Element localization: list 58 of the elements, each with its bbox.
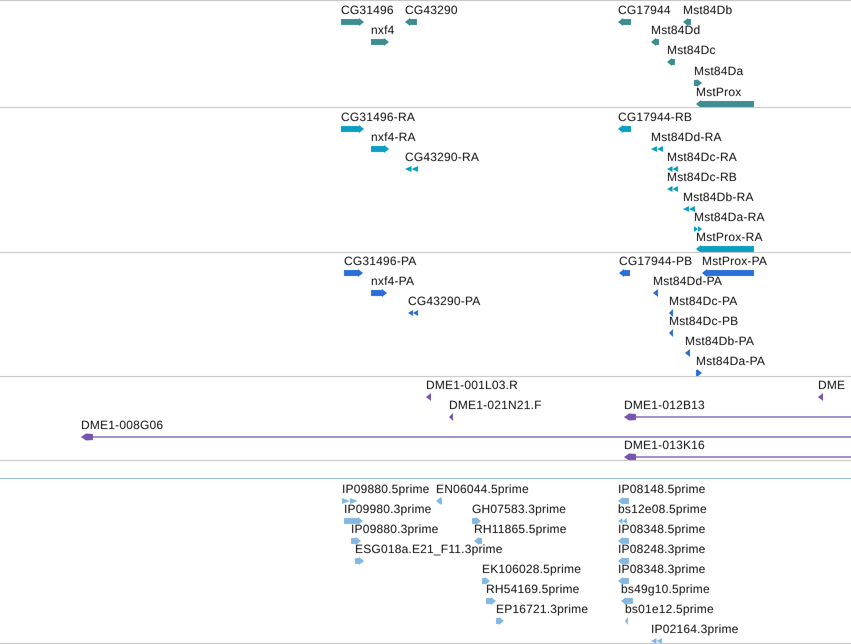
feature-label: GH07583.3prime xyxy=(472,502,566,516)
feature-label: EK106028.5prime xyxy=(482,562,582,576)
track-band xyxy=(0,107,851,252)
feature-label: CG43290-PA xyxy=(408,294,480,308)
feature-label: CG43290 xyxy=(405,3,458,17)
feature-label: Mst84Dc xyxy=(667,43,716,57)
feature-label: nxf4 xyxy=(371,23,394,37)
feature-label: IP09980.3prime xyxy=(344,502,432,516)
feature-label: Mst84Dd-PA xyxy=(653,274,722,288)
feature-label: CG43290-RA xyxy=(405,150,480,164)
feature-label: DME xyxy=(818,378,846,392)
feature-label: Mst84Da xyxy=(694,64,744,78)
feature-label: Mst84Dc-RB xyxy=(667,170,738,184)
feature-label: MstProx-PA xyxy=(702,254,768,268)
feature-label: nxf4-RA xyxy=(371,130,416,144)
feature-label: CG17944-RB xyxy=(618,110,692,124)
feature-label: CG31496-RA xyxy=(341,110,416,124)
feature-label: EP16721.3prime xyxy=(496,602,588,616)
feature-label: DME1-001L03.R xyxy=(426,378,518,392)
track-band xyxy=(0,0,851,107)
feature-label: Mst84Dd xyxy=(651,23,700,37)
track-band xyxy=(0,478,851,643)
feature-label: ESG018a.E21_F11.3prime xyxy=(355,542,503,556)
feature-label: MstProx xyxy=(696,85,742,99)
feature-label: Mst84Da-PA xyxy=(696,354,766,368)
feature-label: Mst84Dc-PB xyxy=(669,314,738,328)
feature-label: RH54169.5prime xyxy=(486,582,580,596)
feature-label: EN06044.5prime xyxy=(436,482,529,496)
feature-label: IP09880.5prime xyxy=(342,482,430,496)
feature-label: CG17944 xyxy=(618,3,671,17)
feature-label: DME1-021N21.F xyxy=(449,398,542,412)
feature-label: CG17944-PB xyxy=(619,254,692,268)
feature-label: Mst84Dc-PA xyxy=(669,294,738,308)
feature-label: IP08348.3prime xyxy=(618,562,706,576)
feature-label: Mst84Dc-RA xyxy=(667,150,738,164)
feature-label: DME1-012B13 xyxy=(624,398,706,412)
feature-label: IP08248.3prime xyxy=(618,542,706,556)
feature-label: IP02164.3prime xyxy=(651,622,739,636)
feature-label: Mst84Db xyxy=(683,3,732,17)
feature-label: bs01e12.5prime xyxy=(625,602,714,616)
feature-label: IP09880.3prime xyxy=(351,522,439,536)
feature-label: IP08148.5prime xyxy=(618,482,706,496)
feature-label: Mst84Db-PA xyxy=(685,334,754,348)
track-band xyxy=(0,252,851,376)
feature-label: bs12e08.5prime xyxy=(618,502,707,516)
feature-label: Mst84Da-RA xyxy=(694,210,765,224)
feature-label: CG31496-PA xyxy=(344,254,416,268)
feature-label: Mst84Dd-RA xyxy=(651,130,722,144)
feature-label: CG31496 xyxy=(341,3,394,17)
feature-label: nxf4-PA xyxy=(371,274,414,288)
feature-label: DME1-008G06 xyxy=(81,418,164,432)
feature-label: RH11865.5prime xyxy=(474,522,567,536)
feature-label: IP08348.5prime xyxy=(618,522,706,536)
feature-label: Mst84Db-RA xyxy=(683,190,754,204)
track-band xyxy=(0,376,851,460)
feature-label: MstProx-RA xyxy=(696,230,763,244)
feature-label: bs49g10.5prime xyxy=(621,582,710,596)
feature-label: DME1-013K16 xyxy=(624,438,706,452)
